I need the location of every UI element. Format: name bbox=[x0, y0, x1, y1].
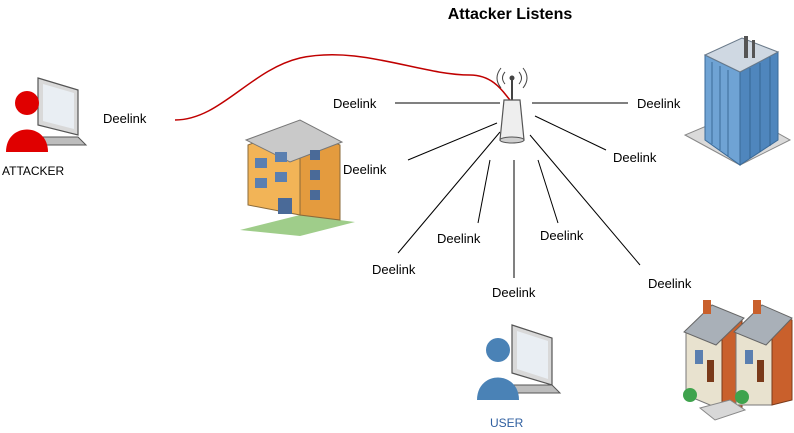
link-label-9: Deelink bbox=[648, 276, 692, 291]
link-label-5: Deelink bbox=[372, 262, 416, 277]
link-label-2: Deelink bbox=[637, 96, 681, 111]
link-line-6 bbox=[477, 159, 491, 224]
link-line-8 bbox=[537, 159, 559, 224]
link-line-4 bbox=[534, 115, 607, 151]
link-line-5 bbox=[397, 131, 501, 254]
link-label-3: Deelink bbox=[343, 162, 387, 177]
link-lines bbox=[395, 102, 641, 278]
user-label: USER bbox=[490, 416, 524, 430]
link-label-1: Deelink bbox=[333, 96, 377, 111]
link-label-6: Deelink bbox=[437, 231, 481, 246]
link-label-4: Deelink bbox=[613, 150, 657, 165]
diagram-title: Attacker Listens bbox=[447, 6, 573, 23]
wireless-router-icon bbox=[496, 67, 528, 144]
attacker-icon bbox=[6, 77, 88, 152]
attacker-tap-line bbox=[174, 54, 511, 121]
link-line-9 bbox=[529, 134, 641, 266]
link-label-7: Deelink bbox=[492, 285, 536, 300]
link-label-attacker: Deelink bbox=[103, 111, 147, 126]
townhouses-icon bbox=[683, 300, 793, 421]
user-icon bbox=[477, 324, 562, 400]
link-line-3 bbox=[407, 122, 498, 161]
office-tower-icon bbox=[683, 36, 792, 166]
apartment-building-icon bbox=[240, 119, 355, 236]
attacker-label: ATTACKER bbox=[2, 164, 65, 178]
link-label-8: Deelink bbox=[540, 228, 584, 243]
